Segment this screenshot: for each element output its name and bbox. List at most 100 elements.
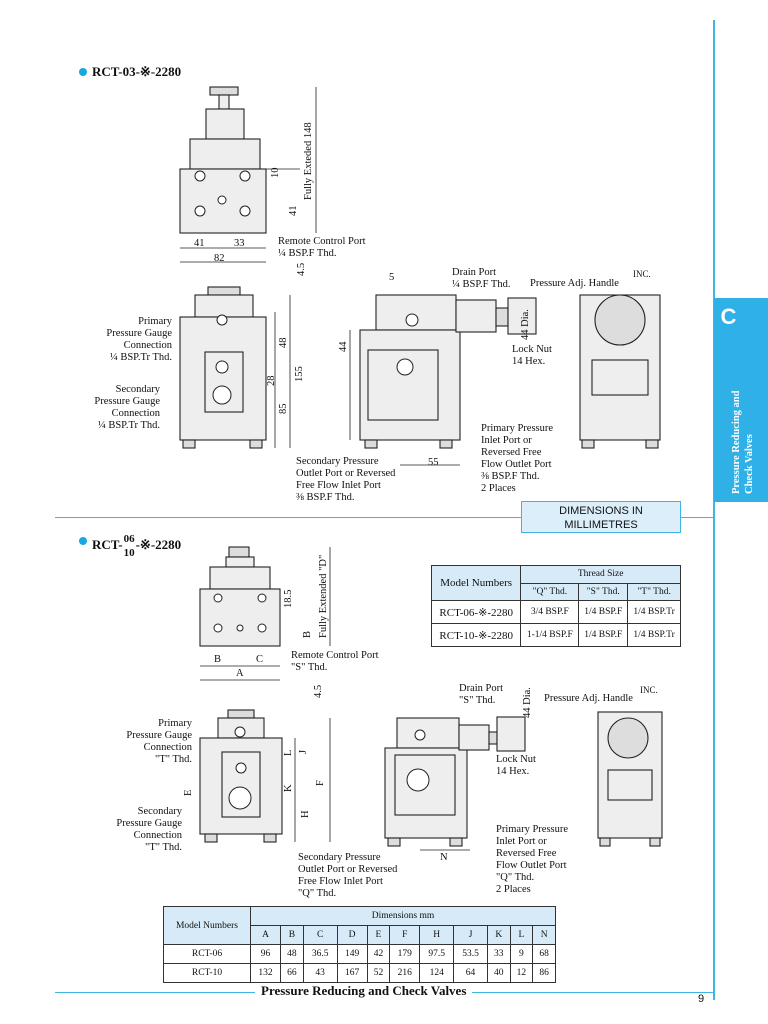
dim-k: K bbox=[283, 784, 294, 792]
thread-sub-t: "T" Thd. bbox=[627, 582, 681, 601]
dims-col-letter: E bbox=[366, 925, 391, 945]
dims-table-letters: A B C D E F H J K L N bbox=[164, 925, 556, 945]
dim-f: F bbox=[315, 780, 326, 786]
dims-col-letter: L bbox=[509, 925, 534, 945]
dim-c: C bbox=[256, 654, 264, 665]
dims-col-model: Model Numbers bbox=[163, 906, 251, 945]
thread-table-header: Model Numbers Thread Size bbox=[430, 565, 681, 601]
dim-18-5: 18.5 bbox=[283, 589, 294, 608]
inc-label-2: INC. bbox=[640, 685, 658, 695]
section1-title: RCT-03-※-2280 bbox=[92, 64, 182, 79]
dims-cell: 48 bbox=[280, 944, 304, 964]
dim-48: 48 bbox=[278, 337, 289, 349]
dims-col-letter: J bbox=[453, 925, 488, 945]
dims-cell: 52 bbox=[366, 963, 391, 983]
dims-cell: 97.5 bbox=[419, 944, 455, 964]
inc-label: INC. bbox=[633, 269, 651, 279]
dims-cell: 149 bbox=[336, 944, 368, 964]
section-tab-letter: C bbox=[720, 304, 737, 329]
section-tab[interactable]: C Pressure Reducing and Check Valves bbox=[714, 298, 768, 502]
dim-85: 85 bbox=[278, 403, 289, 415]
dims-cell: 96 bbox=[249, 944, 282, 964]
thread-table-subheader: "Q" Thd. "S" Thd. "T" Thd. bbox=[432, 582, 681, 601]
table-row: RCT-10-※-2280 1-1/4 BSP.F 1/4 BSP.F 1/4 … bbox=[430, 623, 681, 647]
right-border-line bbox=[713, 20, 715, 1000]
secondary-gauge-label: Secondary Pressure Gauge Connection ¼ BS… bbox=[94, 384, 160, 431]
dim-155: 155 bbox=[294, 366, 305, 382]
dims-col-letter: K bbox=[486, 925, 511, 945]
dims-cell: 40 bbox=[486, 963, 511, 983]
dim-10: 10 bbox=[270, 167, 281, 179]
thread-col-model: Model Numbers bbox=[430, 565, 522, 601]
secondary-gauge-label-2: Secondary Pressure Gauge Connection "T" … bbox=[116, 806, 182, 853]
dims-cell: 43 bbox=[302, 963, 338, 983]
primary-gauge-label-2: Primary Pressure Gauge Connection "T" Th… bbox=[126, 718, 192, 765]
dim-a: A bbox=[236, 668, 244, 679]
primary-gauge-label: Primary Pressure Gauge Connection ¼ BSP.… bbox=[106, 316, 172, 363]
dim-b: B bbox=[214, 654, 222, 665]
thread-row-model: RCT-10-※-2280 bbox=[430, 623, 522, 647]
remote-control-port-label-2: Remote Control Port "S" Thd. bbox=[291, 650, 379, 673]
table-row: RCT-06-※-2280 3/4 BSP.F 1/4 BSP.F 1/4 BS… bbox=[430, 600, 681, 624]
thread-row-q: 3/4 BSP.F bbox=[520, 600, 580, 624]
fully-extended-label-2: Fully Extended "D" bbox=[318, 554, 329, 638]
section1-bullet bbox=[79, 68, 87, 76]
dim-82: 82 bbox=[214, 253, 225, 264]
primary-inlet-label-2: Primary Pressure Inlet Port or Reversed … bbox=[496, 824, 569, 895]
thread-size-table: Model Numbers Thread Size "Q" Thd. "S" T… bbox=[430, 565, 681, 647]
dimensions-note-text: DIMENSIONS IN MILLIMETRES bbox=[559, 505, 643, 531]
dim-41b: 41 bbox=[288, 205, 299, 217]
dim-h: H bbox=[300, 810, 311, 818]
drain-port-label-2: Drain Port "S" Thd. bbox=[459, 683, 504, 706]
dim-33: 33 bbox=[234, 238, 245, 249]
dims-row-model: RCT-10 bbox=[163, 963, 251, 983]
pressure-adj-handle-label: Pressure Adj. Handle bbox=[530, 278, 619, 289]
secondary-outlet-label-2: Secondary Pressure Outlet Port or Revers… bbox=[298, 852, 398, 899]
dims-cell: 132 bbox=[249, 963, 282, 983]
dims-col-letter: N bbox=[532, 925, 556, 945]
section2-title-bottom: 10 bbox=[123, 547, 135, 559]
dims-cell: 36.5 bbox=[302, 944, 338, 964]
remote-control-port-label: Remote Control Port ¼ BSP.F Thd. bbox=[278, 236, 366, 259]
drain-port-label: Drain Port ¼ BSP.F Thd. bbox=[452, 267, 511, 290]
section2-bullet bbox=[79, 537, 87, 545]
rct03-top-view bbox=[179, 86, 317, 263]
secondary-outlet-label: Secondary Pressure Outlet Port or Revers… bbox=[296, 456, 396, 503]
rct06-rear-view bbox=[597, 711, 663, 847]
dims-cell: 68 bbox=[532, 944, 556, 964]
page-number: 9 bbox=[698, 993, 705, 1005]
dims-cell: 53.5 bbox=[453, 944, 488, 964]
section2-title-suffix: -※-2280 bbox=[135, 536, 182, 552]
dim-4-5: 4.5 bbox=[296, 262, 307, 276]
dims-cell: 167 bbox=[336, 963, 368, 983]
rct06-front-view bbox=[199, 709, 331, 843]
dims-cell: 66 bbox=[280, 963, 304, 983]
dims-col-letter: C bbox=[302, 925, 338, 945]
dim-n: N bbox=[440, 852, 448, 863]
thread-row-t: 1/4 BSP.Tr bbox=[627, 600, 681, 624]
thread-sub-s: "S" Thd. bbox=[578, 582, 629, 601]
rct06-side-view bbox=[384, 716, 526, 851]
dims-table-header: Model Numbers Dimensions mm bbox=[163, 906, 556, 945]
dims-cell: 12 bbox=[509, 963, 534, 983]
rct03-rear-view bbox=[579, 294, 661, 449]
thread-col-thread: Thread Size bbox=[520, 565, 681, 584]
dim-28: 28 bbox=[266, 375, 277, 387]
dims-cell: 33 bbox=[486, 944, 511, 964]
thread-row-q: 1-1/4 BSP.F bbox=[520, 623, 580, 647]
thread-sub-q: "Q" Thd. bbox=[520, 582, 580, 601]
dims-cell: 64 bbox=[453, 963, 488, 983]
dia-label: 44 Dia. bbox=[520, 309, 531, 340]
dim-41a: 41 bbox=[194, 238, 205, 249]
rct03-side-view bbox=[349, 294, 537, 466]
fully-extended-label: Fully Exteded 148 bbox=[303, 122, 314, 200]
dims-cell: 124 bbox=[419, 963, 455, 983]
dims-col-letter: H bbox=[419, 925, 455, 945]
dim-55: 55 bbox=[428, 457, 439, 468]
thread-row-s: 1/4 BSP.F bbox=[578, 600, 629, 624]
dim-e: E bbox=[183, 789, 194, 796]
lock-nut-label-2: Lock Nut 14 Hex. bbox=[496, 754, 536, 777]
dia-label-2: 44 Dia. bbox=[522, 687, 533, 718]
